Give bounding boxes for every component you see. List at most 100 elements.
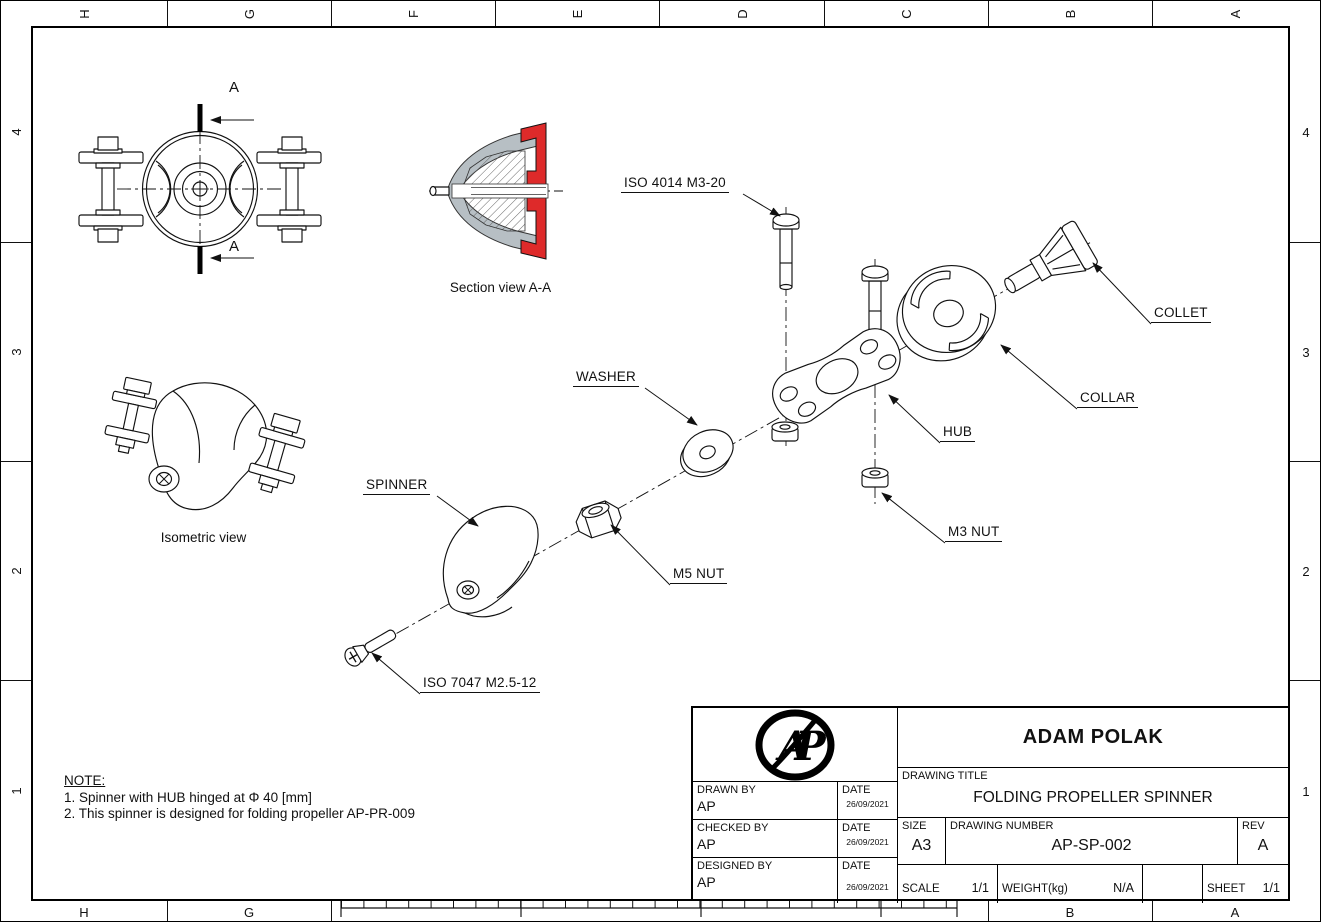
label-spinner: SPINNER bbox=[363, 477, 431, 495]
date-label: DATE bbox=[842, 822, 871, 834]
bolt-iso4014 bbox=[861, 265, 889, 337]
scale-label: SCALE bbox=[902, 883, 940, 895]
section-view bbox=[429, 122, 563, 260]
zone-number-right: 3 bbox=[1302, 344, 1310, 360]
note-line: 1. Spinner with HUB hinged at Φ 40 [mm] bbox=[64, 789, 312, 805]
company-name: ADAM POLAK bbox=[898, 708, 1288, 768]
zone-number-right: 2 bbox=[1302, 563, 1310, 579]
collet-part bbox=[1004, 220, 1098, 294]
front-view bbox=[78, 104, 322, 274]
date-label: DATE bbox=[842, 860, 871, 872]
washer-part bbox=[680, 429, 734, 478]
label-m3-nut: M3 NUT bbox=[945, 524, 1003, 542]
designed-date-cell: DATE 26/09/2021 bbox=[838, 858, 898, 903]
print-scale-ruler bbox=[340, 901, 958, 917]
label-iso7047: ISO 7047 M2.5-12 bbox=[420, 675, 540, 693]
border-tick bbox=[1152, 1, 1153, 26]
drawn-by-label: DRAWN BY bbox=[697, 784, 756, 796]
drawn-date-cell: DATE 26/09/2021 bbox=[838, 782, 898, 820]
designed-by-cell: DESIGNED BY AP bbox=[693, 858, 838, 903]
bolt-iso4014 bbox=[772, 213, 800, 291]
border-tick bbox=[495, 1, 496, 26]
section-marker-top: A bbox=[229, 79, 240, 96]
border-tick bbox=[167, 1, 168, 26]
rev-value: A bbox=[1257, 837, 1269, 854]
sheet-value: 1/1 bbox=[1262, 881, 1280, 895]
designed-by-value: AP bbox=[697, 874, 716, 890]
border-tick bbox=[988, 1, 989, 26]
weight-label: WEIGHT(kg) bbox=[1002, 883, 1068, 895]
drawing-number-value: AP-SP-002 bbox=[1051, 837, 1132, 854]
drawing-number-label: DRAWING NUMBER bbox=[950, 820, 1054, 832]
drawing-title-label: DRAWING TITLE bbox=[902, 770, 988, 782]
drawn-by-value: AP bbox=[697, 798, 716, 814]
note-line: 2. This spinner is designed for folding … bbox=[64, 806, 415, 821]
border-tick bbox=[1290, 461, 1320, 462]
border-tick bbox=[1, 242, 31, 243]
hub-part bbox=[772, 328, 901, 424]
designed-by-label: DESIGNED BY bbox=[697, 860, 773, 872]
m3-nut-part bbox=[861, 467, 889, 488]
border-tick bbox=[331, 901, 332, 921]
size-label: SIZE bbox=[902, 820, 927, 832]
spare-cell bbox=[1143, 865, 1203, 903]
drawing-number-cell: DRAWING NUMBER AP-SP-002 bbox=[946, 818, 1238, 865]
border-tick bbox=[824, 1, 825, 26]
m5-nut-part bbox=[575, 500, 622, 539]
section-line-a-a bbox=[197, 104, 254, 274]
m3-nut-part bbox=[771, 421, 799, 442]
zone-number-right: 4 bbox=[1302, 124, 1310, 140]
collar-part bbox=[896, 264, 997, 362]
border-tick bbox=[1152, 901, 1153, 921]
zone-letter-bottom: A bbox=[1230, 904, 1240, 920]
zone-letter-bottom: B bbox=[1065, 904, 1075, 920]
drawing-title-value: FOLDING PROPELLER SPINNER bbox=[973, 789, 1213, 806]
border-tick bbox=[1, 461, 31, 462]
border-tick bbox=[988, 901, 989, 921]
weight-cell: WEIGHT(kg) N/A bbox=[998, 865, 1143, 903]
rev-label: REV bbox=[1242, 820, 1265, 832]
drawn-by-cell: DRAWN BY AP bbox=[693, 782, 838, 820]
date-label: DATE bbox=[842, 784, 871, 796]
zone-number-right: 1 bbox=[1302, 783, 1310, 799]
label-washer: WASHER bbox=[573, 369, 639, 387]
checked-date-value: 26/09/2021 bbox=[846, 837, 889, 847]
drawing-title-cell: DRAWING TITLE FOLDING PROPELLER SPINNER bbox=[898, 768, 1288, 818]
zone-letter-bottom: H bbox=[79, 904, 89, 920]
drawn-date-value: 26/09/2021 bbox=[846, 799, 889, 809]
border-tick bbox=[1, 680, 31, 681]
company-logo: AP bbox=[755, 709, 841, 781]
leader-lines bbox=[371, 193, 1152, 695]
logo-cell: AP bbox=[693, 708, 898, 782]
sheet-cell: SHEET 1/1 bbox=[1203, 865, 1288, 903]
sheet-label: SHEET bbox=[1207, 883, 1246, 895]
border-tick bbox=[331, 1, 332, 26]
checked-by-label: CHECKED BY bbox=[697, 822, 769, 834]
collar-section-red bbox=[520, 195, 547, 260]
size-cell: SIZE A3 bbox=[898, 818, 946, 865]
title-block: AP DRAWN BY AP DATE 26/09/2021 CHECKED B… bbox=[691, 706, 1290, 903]
checked-by-cell: CHECKED BY AP bbox=[693, 820, 838, 858]
label-iso4014: ISO 4014 M3-20 bbox=[621, 175, 729, 193]
section-view-caption: Section view A-A bbox=[449, 280, 552, 295]
section-marker-bottom: A bbox=[229, 238, 240, 255]
screw-iso7047 bbox=[344, 629, 397, 667]
label-collet: COLLET bbox=[1151, 305, 1211, 323]
rev-cell: REV A bbox=[1238, 818, 1288, 865]
isometric-view bbox=[104, 376, 306, 511]
scale-value: 1/1 bbox=[971, 881, 989, 895]
isometric-view-caption: Isometric view bbox=[160, 530, 247, 545]
drawing-frame bbox=[31, 26, 1290, 901]
logo-monogram: AP bbox=[774, 723, 827, 770]
border-tick bbox=[1290, 242, 1320, 243]
border-tick bbox=[659, 1, 660, 26]
border-tick bbox=[167, 901, 168, 921]
label-m5-nut: M5 NUT bbox=[670, 566, 728, 584]
weight-value: N/A bbox=[1113, 881, 1134, 895]
notes-block: NOTE: 1. Spinner with HUB hinged at Φ 40… bbox=[64, 773, 415, 823]
label-collar: COLLAR bbox=[1077, 390, 1139, 408]
designed-date-value: 26/09/2021 bbox=[846, 882, 889, 892]
border-tick bbox=[1290, 680, 1320, 681]
